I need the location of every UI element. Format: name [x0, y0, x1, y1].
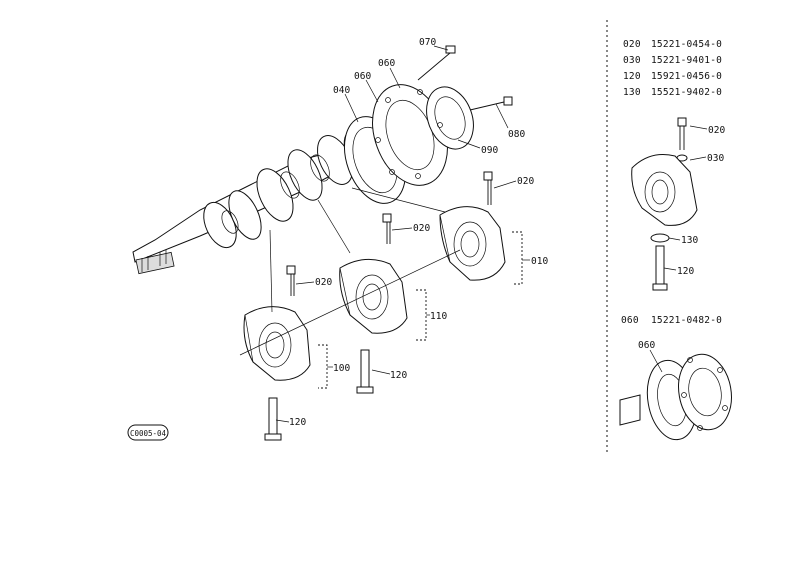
parts-table-ref: 130: [623, 87, 641, 98]
detail-b-callout-060: 060: [638, 340, 655, 351]
callout-020-b: 020: [413, 223, 430, 234]
parts-table-part-no: 15221-9401-0: [651, 55, 722, 66]
figure-code: C0005-04: [130, 429, 167, 438]
main-bearing-case-100: [243, 306, 311, 381]
detail-callout-120: 120: [677, 266, 694, 277]
parts-table-ref: 120: [623, 71, 641, 82]
parts-table-part-no: 15221-0454-0: [651, 39, 722, 50]
callout-070: 070: [419, 37, 436, 48]
callout-labels: 070 060 060 040 080 090 020 020 020 010 …: [289, 37, 548, 428]
detail-bearing-case: 020 030 130 120: [631, 117, 725, 291]
crankshaft-illustration: [132, 130, 373, 275]
callout-020-c: 020: [315, 277, 332, 288]
detail-bearing-housing: 060: [619, 340, 732, 441]
callout-010: 010: [531, 256, 548, 267]
parts-table-ref: 020: [623, 39, 641, 50]
bolts: [264, 171, 493, 441]
parts-table-part-no: 15921-0456-0: [651, 71, 722, 82]
detail-callout-130: 130: [681, 235, 698, 246]
detail-b-part-no: 15221-0482-0: [651, 315, 722, 326]
detail-b-ref: 060: [621, 315, 639, 326]
bearing-case-illustration: [344, 45, 513, 204]
detail-callout-020: 020: [708, 125, 725, 136]
parts-table-ref: 030: [623, 55, 641, 66]
callout-060-b: 060: [354, 71, 371, 82]
leader-lines: [275, 45, 530, 423]
callout-060-a: 060: [378, 58, 395, 69]
callout-020-a: 020: [517, 176, 534, 187]
callout-040: 040: [333, 85, 350, 96]
figure-code-badge: C0005-04: [127, 424, 169, 441]
callout-080: 080: [508, 129, 525, 140]
callout-110: 110: [430, 311, 447, 322]
dimension-brackets: [318, 231, 523, 389]
callout-100: 100: [333, 363, 350, 374]
assembly-guide-lines: [239, 187, 461, 356]
parts-table: 020 15221-0454-0 030 15221-9401-0 120 15…: [623, 39, 722, 98]
main-bearing-case-010: [439, 206, 506, 281]
callout-120-a: 120: [390, 370, 407, 381]
detail-callout-030: 030: [707, 153, 724, 164]
parts-table-part-no: 15521-9402-0: [651, 87, 722, 98]
detail-b-header: 060 15221-0482-0: [621, 315, 722, 326]
main-bearing-case-110: [339, 258, 408, 334]
callout-120-b: 120: [289, 417, 306, 428]
callout-090: 090: [481, 145, 498, 156]
